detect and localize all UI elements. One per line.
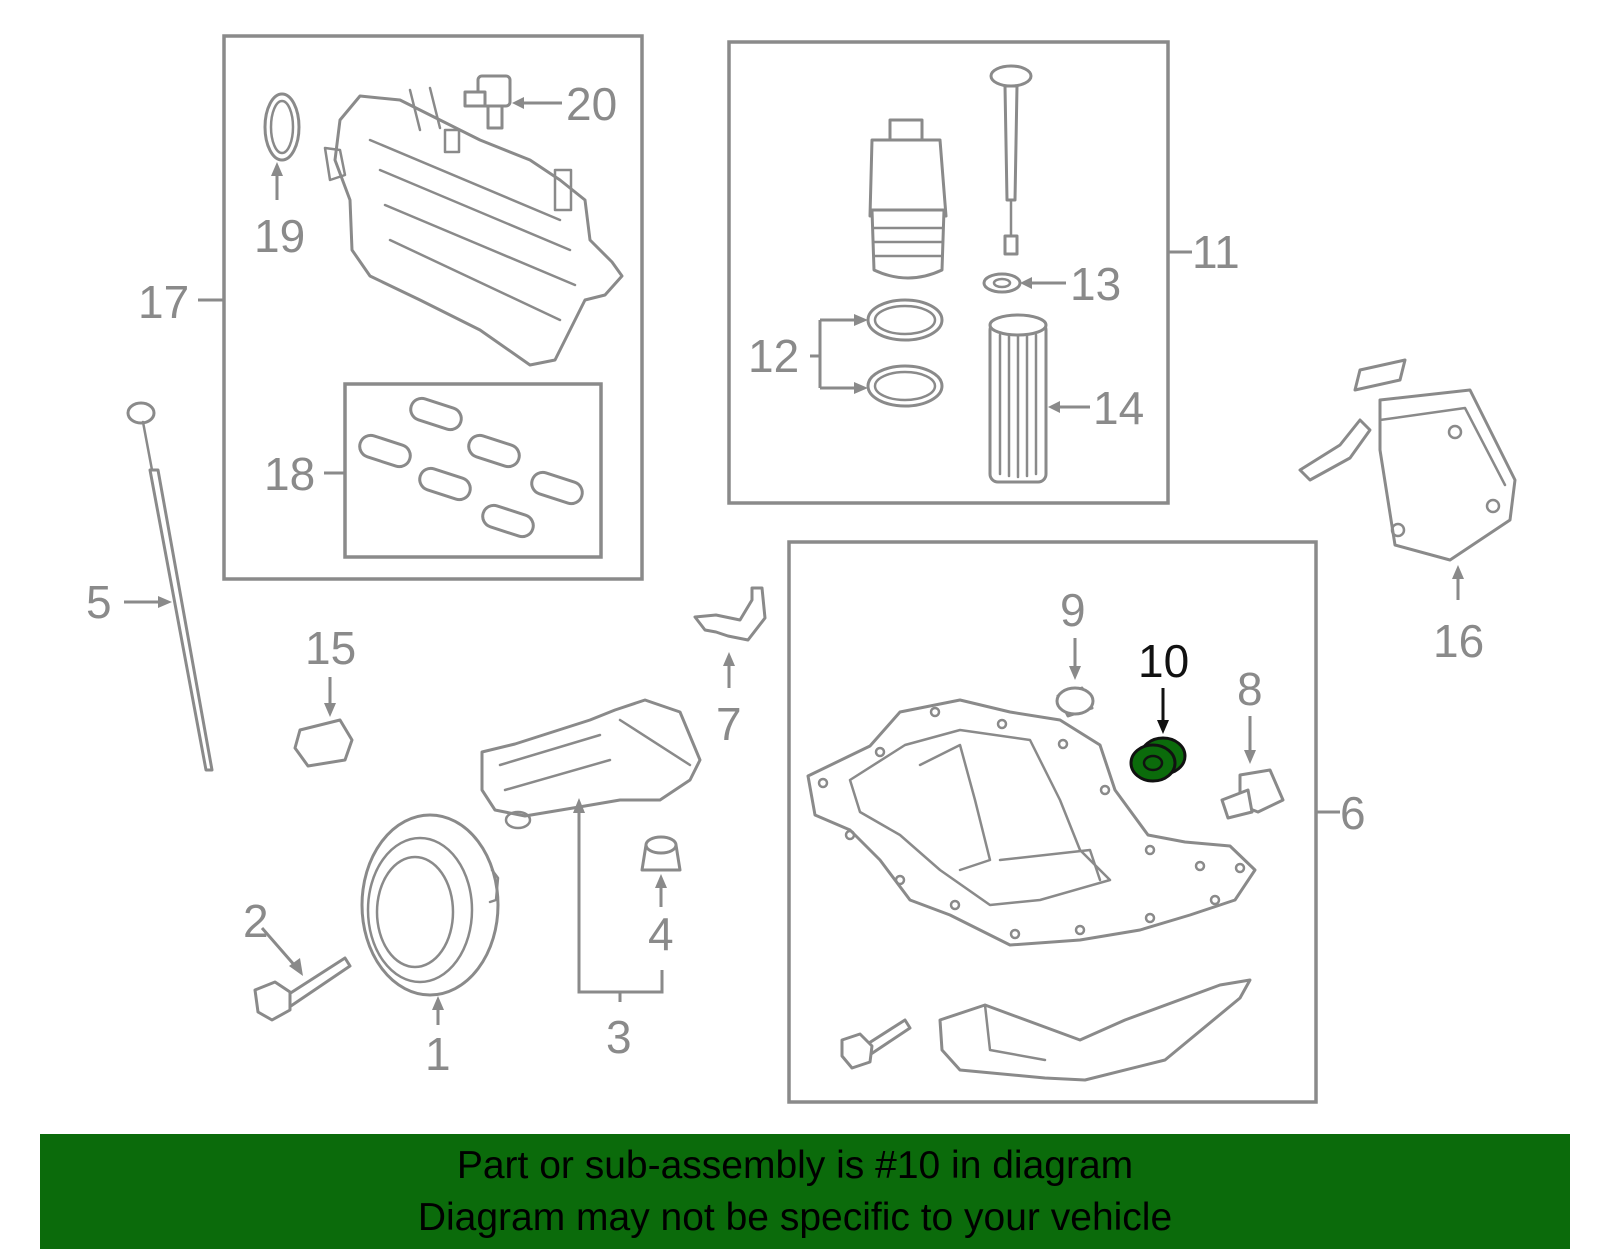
callout-18: 18 [264,448,315,500]
callout-19: 19 [254,210,305,262]
callout-2: 2 [243,895,269,947]
bolt-2-part[interactable] [253,956,352,1022]
oil-pan-baffle-part[interactable] [938,978,1252,1082]
callout-4: 4 [648,908,674,960]
callout-5: 5 [86,576,112,628]
callout-14: 14 [1093,382,1144,434]
callout-6: 6 [1340,787,1366,839]
callout-11: 11 [1192,226,1240,278]
callout-9: 9 [1060,584,1086,636]
drain-plug-10-part[interactable] [1129,736,1187,783]
callout-1: 1 [425,1028,451,1080]
intake-manifold-box [222,34,644,581]
crankshaft-pulley-1-part[interactable] [360,813,500,997]
callout-12: 12 [748,330,799,382]
intake-gaskets-18-part[interactable] [357,396,585,540]
callout-16: 16 [1433,615,1484,667]
callout-13: 13 [1070,258,1121,310]
banner-line-1: Part or sub-assembly is #10 in diagram [456,1144,1134,1187]
callout-10: 10 [1138,635,1189,687]
leader-lines [124,97,1464,1025]
banner-line-2: Diagram may not be specific to your vehi… [417,1196,1173,1239]
info-banner: Part or sub-assembly is #10 in diagram D… [40,1134,1570,1249]
callout-20: 20 [566,78,617,130]
sensor-15-part[interactable] [293,718,354,768]
oil-filter-cap-part[interactable] [868,118,948,280]
callout-17: 17 [138,276,189,328]
oil-pan-bolt-part[interactable] [840,1018,912,1070]
dipstick-5-part[interactable] [126,401,214,772]
bushing-4-part[interactable] [640,835,682,872]
sensor-8-part[interactable] [1220,768,1285,820]
oil-cooler-16-part[interactable] [1298,358,1517,562]
intake-manifold-part[interactable] [323,86,624,367]
o-rings-12-part[interactable] [866,298,944,408]
o-ring-13-part[interactable] [982,272,1022,294]
bracket-7-part[interactable] [693,586,767,642]
callout-labels: 1 2 3 4 5 6 7 8 9 10 11 12 13 14 15 16 1… [86,78,1484,1080]
oil-pump-3-part[interactable] [480,698,702,830]
callout-15: 15 [305,622,356,674]
intake-gasket-box [343,382,603,559]
oil-filter-element-14-part[interactable] [988,313,1048,484]
plug-9-part[interactable] [1055,686,1095,718]
callout-8: 8 [1237,663,1263,715]
callout-7: 7 [716,698,742,750]
oil-pan-6-part[interactable] [806,698,1257,947]
oil-filter-box [727,40,1170,505]
oil-pan-box [787,540,1318,1104]
sensor-20-part[interactable] [463,74,512,130]
callout-3: 3 [606,1011,632,1063]
dipstick-tube-part[interactable] [989,64,1033,256]
